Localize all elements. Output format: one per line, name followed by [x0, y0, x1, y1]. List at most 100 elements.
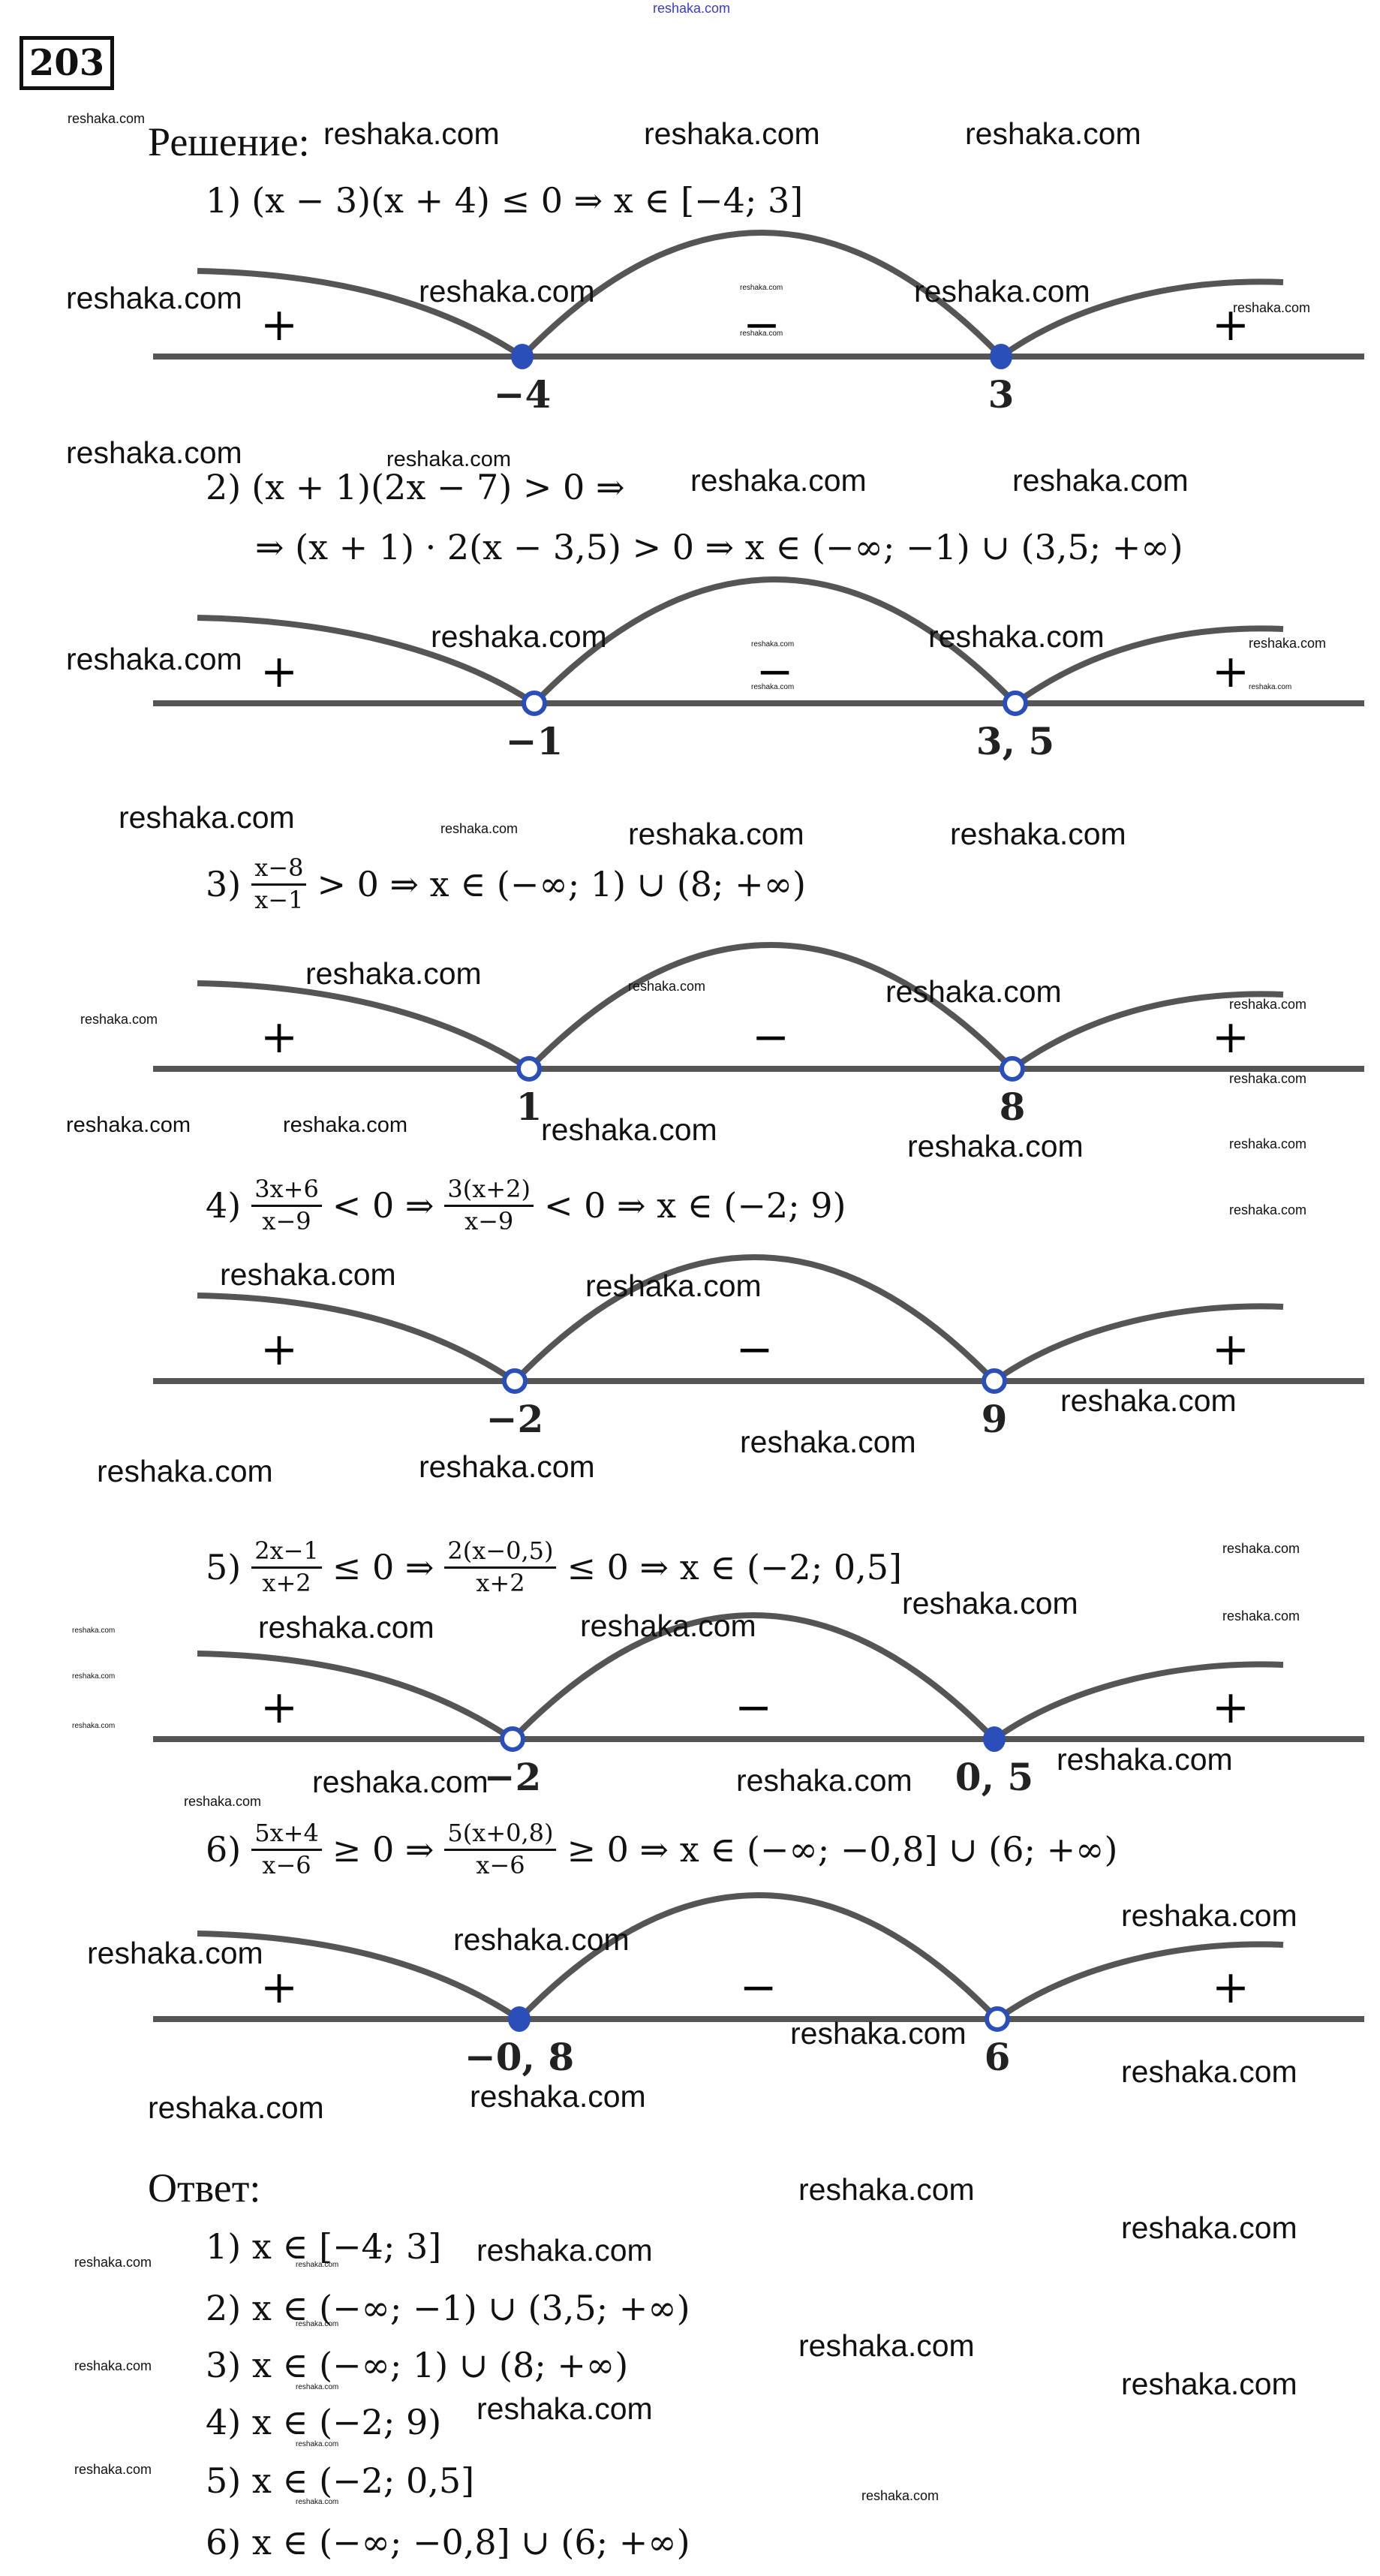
point-label: 1 — [516, 1085, 543, 1129]
watermark: reshaka.com — [580, 1608, 756, 1643]
watermark: reshaka.com — [644, 116, 820, 151]
step-number: 4) — [206, 1185, 242, 1226]
sign-curve — [527, 942, 1015, 1071]
point-label: −0, 8 — [465, 2035, 574, 2079]
watermark: reshaka.com — [628, 817, 804, 851]
interval-sign: − — [743, 299, 780, 351]
watermark: reshaka.com — [751, 683, 795, 691]
step-number: 1) — [206, 180, 242, 221]
interval-sign: + — [1212, 1011, 1249, 1064]
watermark: reshaka.com — [119, 800, 295, 835]
fraction: 3(x+2)x−9 — [444, 1176, 534, 1235]
watermark: reshaka.com — [928, 619, 1105, 654]
watermark: reshaka.com — [296, 2383, 339, 2391]
sign-curve — [520, 230, 1003, 359]
solution-heading: Решение: — [148, 119, 310, 164]
point-label: 6 — [985, 2035, 1011, 2079]
step-text: > 0 ⇒ x ∈ (−∞; 1) ∪ (8; +∞) — [317, 864, 806, 905]
denominator: x−6 — [262, 1850, 311, 1879]
watermark: reshaka.com — [1229, 997, 1307, 1012]
watermark: reshaka.com — [861, 2488, 940, 2503]
interval-sign: + — [1212, 1681, 1249, 1734]
watermark: reshaka.com — [1249, 683, 1292, 691]
answer-item: 5) x ∈ (−2; 0,5] — [206, 2460, 475, 2501]
watermark: reshaka.com — [386, 447, 512, 471]
step-number: 3) — [206, 864, 242, 905]
open-point — [500, 1726, 525, 1752]
denominator: x−6 — [476, 1850, 525, 1879]
answer-item: 2) x ∈ (−∞; −1) ∪ (3,5; +∞) — [206, 2288, 690, 2328]
step-number: 5) — [206, 1547, 242, 1588]
open-point — [502, 1368, 528, 1394]
sign-curve — [197, 980, 531, 1072]
watermark-top[interactable]: reshaka.com — [653, 1, 731, 16]
watermark: reshaka.com — [1060, 1383, 1237, 1418]
open-point — [982, 1368, 1007, 1394]
numerator: 3x+6 — [251, 1176, 322, 1207]
numerator: 2x−1 — [251, 1538, 322, 1569]
step-1: 1) (x − 3)(x + 4) ≤ 0 ⇒ x ∈ [−4; 3] — [206, 183, 803, 218]
answer-item: 3) x ∈ (−∞; 1) ∪ (8; +∞) — [206, 2345, 629, 2385]
open-point — [1003, 691, 1028, 716]
watermark: reshaka.com — [283, 1113, 408, 1137]
answer-item: 6) x ∈ (−∞; −0,8] ∪ (6; +∞) — [206, 2522, 690, 2562]
sign-curve — [517, 1892, 1000, 2021]
denominator: x−1 — [254, 885, 304, 914]
watermark: reshaka.com — [541, 1112, 717, 1147]
step-text: < 0 ⇒ x ∈ (−2; 9) — [543, 1185, 846, 1226]
watermark: reshaka.com — [628, 979, 706, 994]
watermark: reshaka.com — [790, 2016, 967, 2051]
open-point — [516, 1056, 542, 1082]
watermark: reshaka.com — [312, 1765, 489, 1799]
numerator: 5x+4 — [251, 1820, 322, 1851]
watermark: reshaka.com — [690, 463, 867, 498]
answer-item: 1) x ∈ [−4; 3] — [206, 2226, 442, 2267]
watermark: reshaka.com — [296, 2498, 339, 2506]
point-label: −4 — [494, 372, 552, 417]
point-label: 8 — [1000, 1085, 1026, 1129]
watermark: reshaka.com — [1012, 463, 1189, 498]
point-label: 3 — [988, 372, 1015, 417]
point-label: 0, 5 — [955, 1755, 1033, 1799]
filled-point — [983, 1726, 1006, 1752]
watermark: reshaka.com — [431, 619, 607, 654]
step-text: ≤ 0 ⇒ — [332, 1547, 434, 1588]
sign-curve — [197, 1293, 517, 1384]
watermark: reshaka.com — [1121, 2054, 1297, 2089]
denominator: x−9 — [465, 1206, 514, 1235]
step-text: ≥ 0 ⇒ — [332, 1829, 434, 1870]
watermark: reshaka.com — [1249, 636, 1327, 651]
denominator: x+2 — [476, 1568, 525, 1597]
numerator: x−8 — [251, 855, 307, 886]
interval-sign: + — [260, 646, 298, 698]
sign-curve — [992, 1303, 1284, 1384]
step-number: 6) — [206, 1829, 242, 1870]
watermark: reshaka.com — [72, 1672, 116, 1681]
watermark: reshaka.com — [1229, 1202, 1307, 1217]
sign-curve — [510, 1612, 997, 1741]
interval-sign: + — [1212, 1961, 1249, 2014]
watermark: reshaka.com — [87, 1936, 263, 1970]
watermark: reshaka.com — [148, 2090, 324, 2125]
watermark: reshaka.com — [453, 1922, 630, 1957]
sign-curve — [197, 615, 537, 706]
watermark: reshaka.com — [1121, 2210, 1297, 2245]
watermark: reshaka.com — [66, 281, 242, 315]
interval-sign: + — [1212, 299, 1249, 351]
numerator: 5(x+0,8) — [444, 1820, 557, 1851]
watermark: reshaka.com — [68, 111, 146, 126]
watermark: reshaka.com — [470, 2079, 646, 2114]
watermark: reshaka.com — [477, 2391, 653, 2426]
watermark: reshaka.com — [258, 1610, 434, 1645]
problem-number: 203 — [20, 36, 114, 90]
watermark: reshaka.com — [1229, 1071, 1307, 1086]
interval-sign: + — [260, 1681, 298, 1734]
